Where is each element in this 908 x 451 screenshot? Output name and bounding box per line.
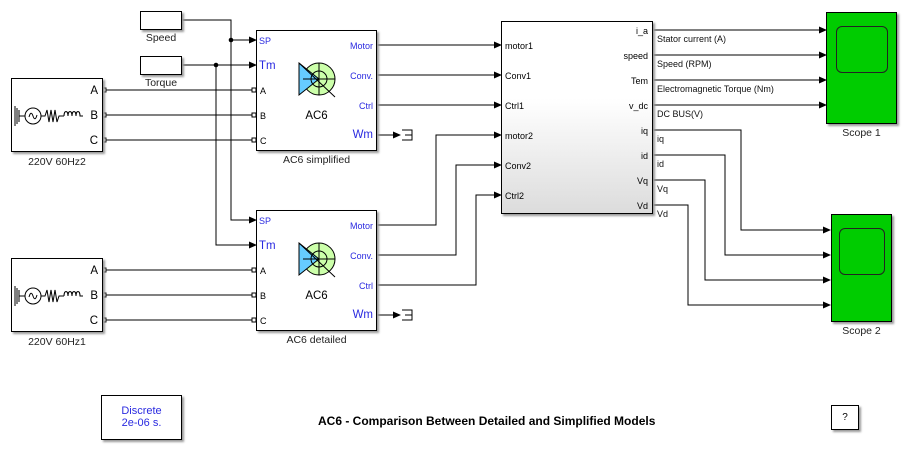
scope-screen-icon xyxy=(836,26,888,73)
wire-id xyxy=(652,154,831,259)
signal-label-dc-bus: DC BUS(V) xyxy=(657,109,704,119)
model-title: AC6 - Comparison Between Detailed and Si… xyxy=(318,414,656,428)
ac6-detailed-label: AC6 detailed xyxy=(286,334,347,346)
input-b: B xyxy=(260,111,267,121)
output-wm: Wm xyxy=(352,129,373,141)
powergui-sample-time: 2e-06 s. xyxy=(121,417,162,429)
port-c: C xyxy=(89,135,98,147)
wire-torque-tm2 xyxy=(215,65,257,249)
output-tem: Tem xyxy=(630,76,648,86)
measurement-block[interactable]: motor1 Conv1 Ctrl1 motor2 Conv2 Ctrl2 i_… xyxy=(501,21,653,214)
output-vd: Vd xyxy=(636,201,648,211)
speed-constant-block[interactable] xyxy=(140,11,182,30)
signal-label-vq: Vq xyxy=(657,184,669,194)
scope-2-label: Scope 2 xyxy=(842,325,881,337)
help-icon: ? xyxy=(842,412,848,423)
input-c: C xyxy=(260,136,267,146)
input-tm: Tm xyxy=(259,60,276,72)
output-v-dc: v_dc xyxy=(628,101,648,111)
terminator-2 xyxy=(402,309,413,321)
input-motor2: motor2 xyxy=(505,131,534,141)
signal-label-speed: Speed (RPM) xyxy=(657,59,712,69)
torque-constant-block[interactable] xyxy=(140,56,182,75)
signal-label-iq: iq xyxy=(657,134,665,144)
port-a: A xyxy=(90,265,98,277)
input-conv1: Conv1 xyxy=(505,71,532,81)
ac6-simplified-block[interactable]: SP Tm A B C Motor Conv. Ctrl Wm AC6 xyxy=(256,30,377,151)
scope-screen-icon xyxy=(839,228,885,275)
voltage-source-2[interactable]: A B C xyxy=(11,78,103,152)
output-motor: Motor xyxy=(349,221,373,231)
output-conv: Conv. xyxy=(350,251,373,261)
input-sp: SP xyxy=(259,36,272,46)
motor-icon xyxy=(298,61,336,98)
output-vq: Vq xyxy=(636,176,648,186)
output-i-a: i_a xyxy=(635,26,648,36)
output-ctrl: Ctrl xyxy=(359,281,373,291)
powergui-mode: Discrete xyxy=(121,405,162,417)
input-b: B xyxy=(260,291,267,301)
port-b: B xyxy=(90,290,98,302)
wire-motor2 xyxy=(376,131,502,226)
powergui-block[interactable]: Discrete 2e-06 s. xyxy=(101,395,182,440)
speed-constant-label: Speed xyxy=(145,32,177,44)
output-iq: iq xyxy=(640,126,648,136)
voltage-source-2-label: 220V 60Hz2 xyxy=(28,156,86,168)
port-a: A xyxy=(90,85,98,97)
signal-label-torque: Electromagnetic Torque (Nm) xyxy=(657,84,774,94)
wire-vd xyxy=(652,204,831,309)
terminator-1 xyxy=(402,129,413,141)
voltage-source-1-label: 220V 60Hz1 xyxy=(28,336,86,348)
help-button[interactable]: ? xyxy=(831,405,859,430)
ac6-detailed-block[interactable]: SP Tm A B C Motor Conv. Ctrl Wm AC6 xyxy=(256,210,377,331)
input-ctrl1: Ctrl1 xyxy=(505,101,525,111)
signal-label-stator-current: Stator current (A) xyxy=(657,34,727,44)
center-label: AC6 xyxy=(305,290,328,302)
output-motor: Motor xyxy=(349,41,373,51)
center-label: AC6 xyxy=(305,110,328,122)
junction-speed xyxy=(228,37,234,43)
output-conv: Conv. xyxy=(350,71,373,81)
input-conv2: Conv2 xyxy=(505,161,532,171)
output-ctrl: Ctrl xyxy=(359,101,373,111)
output-id: id xyxy=(640,151,648,161)
port-c: C xyxy=(89,315,98,327)
input-a: A xyxy=(260,86,267,96)
signal-label-id: id xyxy=(657,159,665,169)
wire-vq xyxy=(652,179,831,284)
output-speed: speed xyxy=(623,51,648,61)
input-c: C xyxy=(260,316,267,326)
voltage-source-1[interactable]: A B C xyxy=(11,258,103,332)
port-b: B xyxy=(90,110,98,122)
scope-2-block[interactable] xyxy=(831,214,892,322)
input-tm: Tm xyxy=(259,240,276,252)
torque-constant-label: Torque xyxy=(144,77,178,89)
wire-ctrl2 xyxy=(376,191,502,286)
wire-conv2 xyxy=(376,161,502,256)
input-ctrl2: Ctrl2 xyxy=(505,191,525,201)
input-motor1: motor1 xyxy=(505,41,534,51)
three-phase-source-icon xyxy=(14,286,83,306)
scope-1-block[interactable] xyxy=(826,12,897,124)
wire-speed-sp1 xyxy=(182,19,257,44)
wire-speed-sp2 xyxy=(230,40,257,224)
motor-icon xyxy=(298,241,336,278)
scope-1-label: Scope 1 xyxy=(842,127,881,139)
output-wm: Wm xyxy=(352,309,373,321)
junction-torque xyxy=(213,62,219,68)
wire-iq xyxy=(652,129,831,234)
ac6-simplified-label: AC6 simplified xyxy=(282,154,351,166)
input-a: A xyxy=(260,266,267,276)
input-sp: SP xyxy=(259,216,272,226)
three-phase-source-icon xyxy=(14,106,83,126)
signal-label-vd: Vd xyxy=(657,209,669,219)
